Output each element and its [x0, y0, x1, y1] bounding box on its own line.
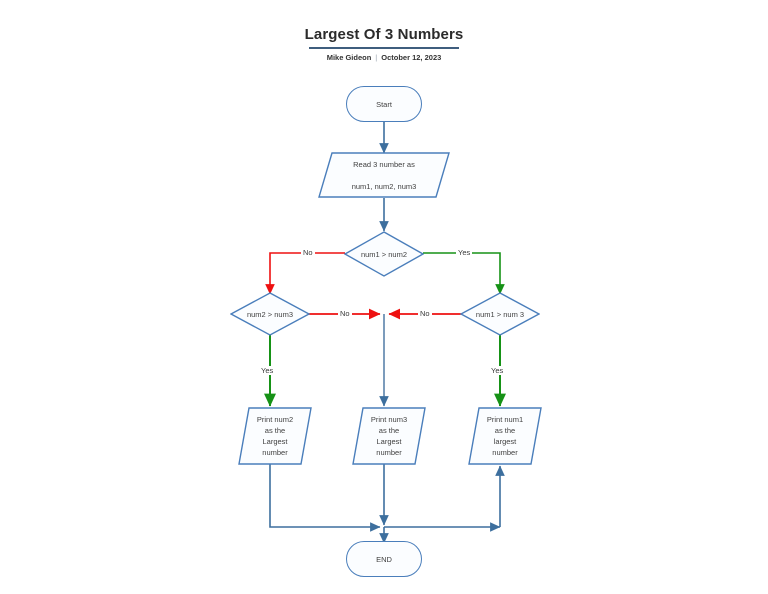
edge-label-no-mid-left: No	[338, 309, 352, 318]
node-print-num3[interactable]: Print num3 as the Largest number	[352, 407, 426, 465]
node-decision-num1-gt-num3-label: num1 > num 3	[475, 309, 525, 319]
node-print-num2-label: Print num2 as the Largest number	[256, 415, 294, 457]
node-read-input[interactable]: Read 3 number as num1, num2, num3	[318, 152, 450, 198]
edge-label-yes-left-down: Yes	[259, 366, 276, 375]
node-start-label: Start	[376, 99, 392, 109]
edge-label-yes-right-down: Yes	[489, 366, 506, 375]
edge-label-yes-right: Yes	[456, 248, 473, 257]
node-decision-num2-gt-num3-label: num2 > num3	[246, 309, 294, 319]
node-end-label: END	[376, 554, 392, 564]
node-decision-num2-gt-num3[interactable]: num2 > num3	[230, 292, 310, 336]
node-print-num2[interactable]: Print num2 as the Largest number	[238, 407, 312, 465]
node-print-num3-label: Print num3 as the Largest number	[370, 415, 408, 457]
parallelogram-shape	[318, 152, 450, 198]
page-title: Largest Of 3 Numbers	[304, 26, 464, 43]
title-divider	[309, 47, 459, 49]
edge-label-no-left: No	[301, 248, 315, 257]
parallelogram-shape	[352, 407, 426, 465]
node-decision-num1-gt-num2-label: num1 > num2	[360, 249, 408, 259]
byline-date: October 12, 2023	[381, 53, 442, 62]
node-start[interactable]: Start	[346, 86, 422, 122]
node-decision-num1-gt-num2[interactable]: num1 > num2	[344, 231, 424, 277]
edge-label-no-mid-right: No	[418, 309, 432, 318]
parallelogram-shape	[238, 407, 312, 465]
byline: Mike Gideon|October 12, 2023	[0, 53, 768, 63]
node-print-num1[interactable]: Print num1 as the largest number	[468, 407, 542, 465]
diagram-header: Largest Of 3 Numbers Mike Gideon|October…	[0, 26, 768, 63]
parallelogram-shape	[468, 407, 542, 465]
edge-d1-yes-to-d3	[423, 252, 505, 295]
byline-separator: |	[375, 53, 378, 62]
node-print-num1-label: Print num1 as the largest number	[486, 415, 524, 457]
byline-author: Mike Gideon	[326, 53, 372, 62]
edge-print2-to-bus	[269, 464, 381, 532]
node-decision-num1-gt-num3[interactable]: num1 > num 3	[460, 292, 540, 336]
edge-d1-no-to-d2	[265, 252, 345, 295]
diamond-shape	[230, 292, 310, 336]
diamond-shape	[460, 292, 540, 336]
node-end[interactable]: END	[346, 541, 422, 577]
node-read-input-label: Read 3 number as num1, num2, num3	[351, 159, 417, 191]
diamond-shape	[344, 231, 424, 277]
